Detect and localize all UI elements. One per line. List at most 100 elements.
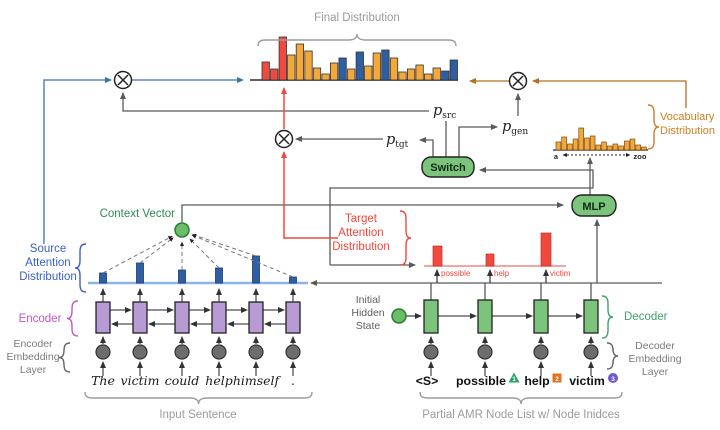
final-dist-bar	[355, 51, 364, 81]
decoder-cell	[583, 299, 599, 334]
final-distribution-brace	[257, 33, 457, 47]
switch-box[interactable]: Switch	[421, 156, 475, 178]
amr-node-token: possible	[456, 374, 506, 388]
context-vector-label: Context Vector	[100, 208, 176, 220]
attention-dashed-lines	[102, 233, 294, 278]
vocab-dist-bar	[635, 144, 641, 151]
final-dist-bar	[261, 61, 270, 81]
encoder-embedding-node	[248, 344, 264, 360]
vocab-dist-bar	[618, 145, 624, 151]
target-attention-bar	[485, 253, 495, 267]
encoder-embedding-node	[285, 344, 301, 360]
source-attention-bar	[178, 269, 186, 284]
encoder-embedding-label-1: Encoder	[13, 338, 53, 350]
final-dist-bar	[287, 54, 296, 81]
decoder-cell	[533, 299, 549, 334]
vocab-dist-bar	[561, 136, 567, 151]
input-sentence-caption: Input Sentence	[159, 409, 236, 421]
vocab-distribution-brace	[647, 104, 660, 150]
final-dist-bar	[372, 52, 381, 81]
target-attention-to-multiply-wire	[281, 151, 338, 239]
encoder-embedding-node	[174, 344, 190, 360]
decoder-brace	[601, 295, 614, 339]
vocab-axis-end: zoo	[634, 152, 647, 161]
source-attention-label-3: Distribution	[19, 271, 77, 283]
initial-hidden-state-label-3: State	[356, 320, 381, 332]
final-dist-bar	[304, 50, 313, 81]
vocab-distribution-label-1: Vocabulary	[660, 111, 715, 123]
node-index-number: 3	[611, 376, 615, 383]
final-dist-bar	[270, 68, 279, 81]
final-dist-bar	[415, 64, 424, 81]
source-attention-chart	[99, 255, 297, 284]
node-index-marker-triangle: 1	[508, 372, 520, 383]
decoder-embedding-node	[583, 344, 599, 360]
decoder-embedding-label-2: Embedding	[628, 353, 681, 365]
vocab-dist-bar	[589, 135, 596, 151]
vocab-dist-bar	[555, 141, 562, 151]
decoder-embedding-node	[423, 344, 439, 360]
source-attention-bar	[215, 267, 223, 284]
target-attention-bar-label: victim	[550, 269, 571, 278]
vocab-dist-bar	[612, 143, 619, 151]
input-sentence-brace	[84, 391, 313, 405]
encoder-label: Encoder	[19, 313, 62, 325]
encoder-cell	[285, 301, 301, 334]
final-dist-bar	[398, 71, 407, 81]
decoder-embedding-label-1: Decoder	[635, 340, 675, 352]
encoder-cell	[248, 301, 264, 334]
final-dist-bar	[389, 57, 399, 81]
final-dist-bar	[312, 67, 322, 81]
decoder-embedding-brace	[606, 342, 619, 370]
attention-dashed-line	[189, 238, 220, 269]
encoder-embedding-node	[211, 344, 227, 360]
vocab-to-multiply-wire	[532, 78, 687, 108]
encoder-embedding-node	[132, 344, 148, 360]
node-index-number: 1	[512, 376, 516, 383]
wires	[43, 77, 687, 300]
switch-input-wire	[329, 167, 594, 265]
source-attention-brace	[74, 243, 87, 293]
multiply-node-left	[113, 70, 133, 90]
amr-node-list-caption: Partial AMR Node List w/ Node Inidces	[422, 409, 620, 421]
rnn-cells	[95, 299, 599, 360]
input-token: The	[91, 373, 115, 388]
encoder-embedding-label-3: Layer	[20, 364, 47, 376]
initial-hidden-state-label-2: Hidden	[351, 307, 384, 319]
vocab-distribution-chart	[555, 127, 647, 151]
vocab-dist-bar	[584, 137, 590, 151]
source-attention-bar	[252, 255, 260, 284]
initial-hidden-state-node	[391, 308, 407, 324]
psrc-to-multiply-wire	[120, 92, 429, 112]
final-dist-bar	[338, 57, 347, 81]
amr-node-token: help	[524, 374, 549, 388]
mlp-box[interactable]: MLP	[571, 194, 617, 217]
p-tgt-label: ptgt	[386, 132, 409, 150]
final-dist-bar	[295, 43, 305, 81]
vocab-dist-bar	[578, 127, 584, 151]
input-token: himself	[233, 373, 282, 388]
target-attention-bar	[540, 232, 552, 267]
initial-hidden-state-label-1: Initial	[356, 294, 381, 306]
node-index-marker-circle: 3	[608, 373, 618, 383]
target-attention-bar-label: help	[494, 269, 510, 278]
vocab-axis-start: a	[554, 152, 559, 161]
final-dist-bar	[347, 68, 356, 81]
vocab-dist-bar	[601, 141, 607, 151]
source-attention-bar	[289, 276, 297, 284]
vocab-dist-bar	[606, 145, 613, 151]
p-src-label: psrc	[433, 103, 456, 121]
final-distribution-title: Final Distribution	[314, 12, 400, 24]
encoder-cell	[95, 301, 111, 334]
decoder-cell-top-wires	[430, 283, 592, 300]
decoder-cell	[477, 299, 493, 334]
final-distribution-chart	[261, 36, 458, 81]
target-attention-brace	[399, 210, 412, 266]
final-dist-bar	[381, 49, 390, 81]
decoder-cell	[423, 299, 439, 334]
final-dist-bar	[278, 36, 287, 81]
encoder-cell	[132, 301, 148, 334]
